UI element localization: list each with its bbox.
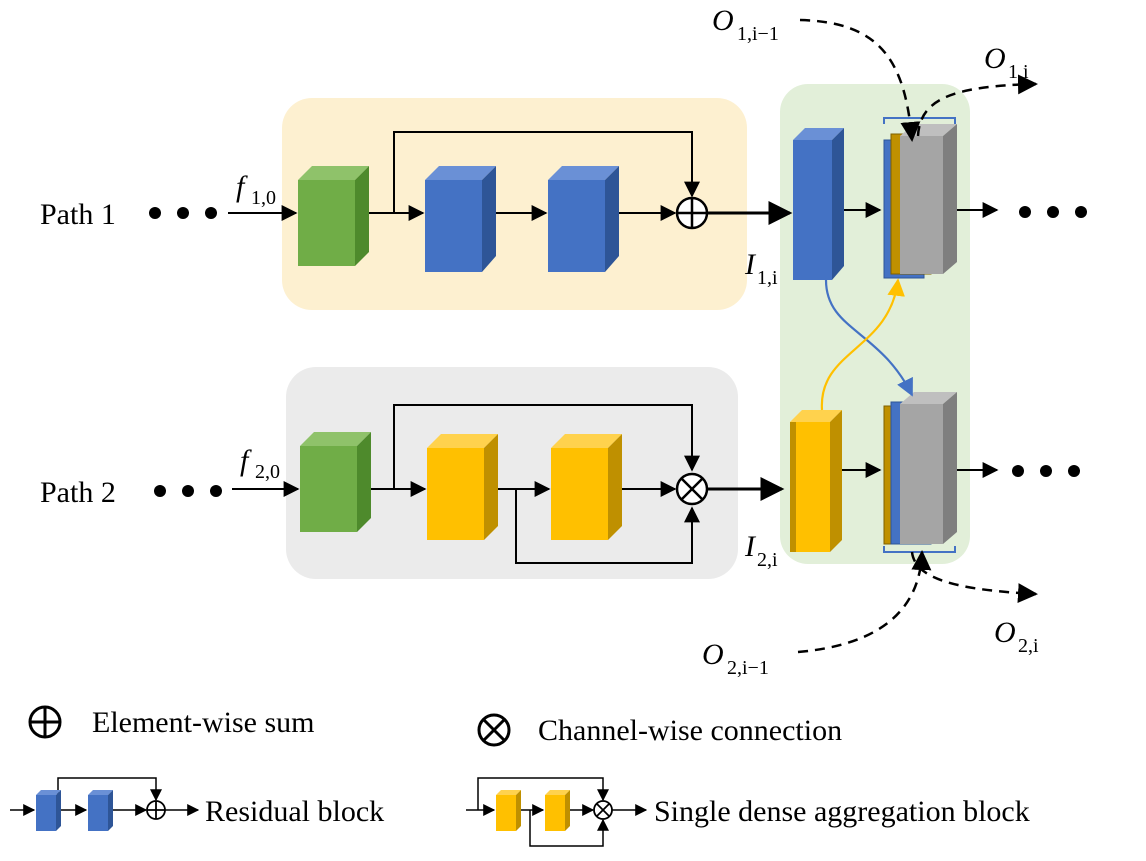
path1-panel (282, 98, 747, 310)
O2i-label: O 2,i (994, 616, 1039, 657)
path2-green-block (300, 432, 371, 532)
O1im1-dashed-arrow (799, 18, 921, 142)
svg-text:I: I (744, 530, 757, 563)
path1-label: Path 1 (40, 198, 116, 231)
svg-text:2,i: 2,i (1018, 635, 1039, 657)
path1-dots (149, 207, 217, 219)
path2-output-stack (883, 392, 957, 553)
path2-channel-node (675, 472, 709, 506)
path1-green-block (298, 166, 369, 266)
blue-cross-arrow (824, 279, 913, 397)
path1-blue-block-2 (548, 166, 619, 272)
O1i-label: O 1,i (984, 42, 1029, 83)
svg-text:f: f (236, 170, 248, 203)
svg-text:2,i: 2,i (757, 549, 778, 571)
I2i-label: I 2,i (744, 530, 778, 571)
svg-text:O: O (712, 4, 734, 37)
legend-channel-icon (477, 713, 511, 747)
svg-text:1,0: 1,0 (251, 187, 276, 209)
yellow-cross-arrow (820, 278, 905, 411)
svg-text:O: O (994, 616, 1016, 649)
I1i-feature-slab (793, 128, 844, 280)
path2-out-dots (1012, 465, 1080, 477)
path2-yellow-block-1 (427, 434, 498, 540)
I2i-feature-slab (790, 410, 842, 552)
svg-text:1,i: 1,i (1008, 61, 1029, 83)
svg-text:I: I (744, 248, 757, 281)
legend-sum-label: Element-wise sum (92, 706, 314, 739)
legend-channel-label: Channel-wise connection (538, 714, 842, 747)
svg-text:f: f (240, 444, 252, 477)
path2-skip-connection (393, 404, 700, 489)
svg-text:2,i−1: 2,i−1 (727, 657, 769, 679)
f10-label: f 1,0 (236, 170, 276, 209)
I1i-label: I 1,i (744, 248, 778, 289)
path1-out-dots (1019, 206, 1087, 218)
path2-dense-skip (515, 489, 700, 564)
legend-residual-label: Residual block (205, 795, 384, 828)
svg-text:1,i: 1,i (757, 267, 778, 289)
legend-sum-icon (28, 705, 62, 739)
svg-text:O: O (702, 638, 724, 671)
svg-text:1,i−1: 1,i−1 (737, 23, 779, 45)
path1-output-stack (883, 117, 957, 279)
f20-label: f 2,0 (240, 444, 280, 483)
legend-residual-icon (10, 777, 200, 831)
path2-label: Path 2 (40, 476, 116, 509)
legend-dense-icon (466, 777, 648, 847)
O2i-dashed-arrow (910, 551, 1038, 604)
path1-blue-block-1 (425, 166, 496, 272)
O1im1-label: O 1,i−1 (712, 4, 779, 45)
O2im1-label: O 2,i−1 (702, 638, 769, 679)
svg-text:2,0: 2,0 (255, 461, 280, 483)
svg-text:O: O (984, 42, 1006, 75)
path1-skip-connection (393, 131, 700, 213)
path2-panel (286, 367, 738, 579)
path2-yellow-block-2 (551, 434, 622, 540)
path2-dots (154, 485, 222, 497)
legend-dense-label: Single dense aggregation block (654, 795, 1030, 828)
path1-sum-node (675, 196, 709, 230)
O2im1-dashed-arrow (797, 550, 932, 654)
